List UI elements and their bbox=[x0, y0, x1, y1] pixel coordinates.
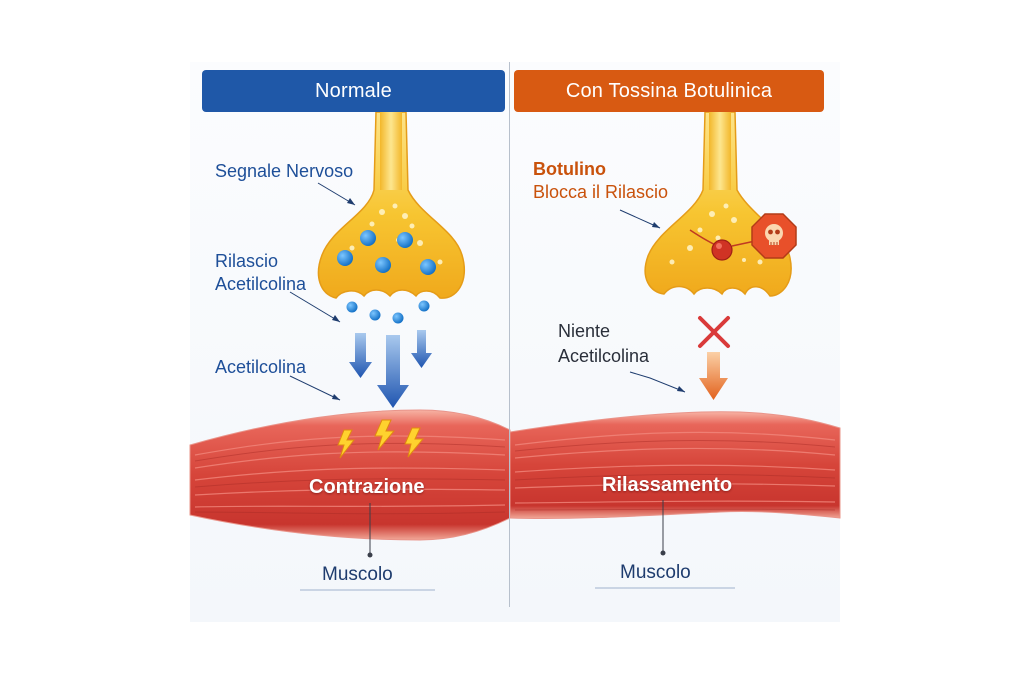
panel-toxin-background bbox=[510, 62, 840, 622]
header-normal-title: Normale bbox=[315, 79, 392, 102]
muscle-pointer-right bbox=[595, 500, 735, 589]
label-nerve-signal: Segnale Nervoso bbox=[215, 161, 354, 181]
panel-divider bbox=[509, 62, 510, 607]
muscle-relaxed bbox=[509, 411, 841, 520]
label-release-line2: Acetilcolina bbox=[215, 274, 307, 294]
label-muscle-right: Muscolo bbox=[620, 562, 691, 583]
nerve-terminal-normal bbox=[317, 111, 466, 324]
label-none-line2: Acetilcolina bbox=[558, 346, 650, 366]
block-x-icon bbox=[698, 316, 730, 348]
label-contraction: Contrazione bbox=[309, 476, 425, 498]
nerve-terminal-toxin bbox=[644, 111, 792, 297]
label-muscle-left: Muscolo bbox=[322, 564, 393, 585]
label-release-line1: Rilascio bbox=[215, 251, 279, 271]
header-normal: Normale bbox=[202, 70, 505, 112]
muscle-contracted bbox=[189, 409, 511, 541]
lightning-icon bbox=[337, 419, 425, 459]
header-toxin: Con Tossina Botulinica bbox=[514, 70, 824, 112]
label-none-line1: Niente bbox=[558, 321, 611, 341]
header-toxin-title: Con Tossina Botulinica bbox=[565, 79, 773, 102]
label-toxin-line1: Botulino bbox=[533, 159, 606, 179]
skull-icon bbox=[751, 213, 797, 259]
label-toxin-line2: Blocca il Rilascio bbox=[533, 182, 669, 202]
blocked-arrow bbox=[699, 352, 728, 400]
acetylcholine-arrows bbox=[349, 330, 432, 408]
label-acetylcholine: Acetilcolina bbox=[215, 357, 307, 377]
label-relaxation: Rilassamento bbox=[602, 474, 733, 496]
muscle-pointer-left bbox=[300, 503, 435, 591]
